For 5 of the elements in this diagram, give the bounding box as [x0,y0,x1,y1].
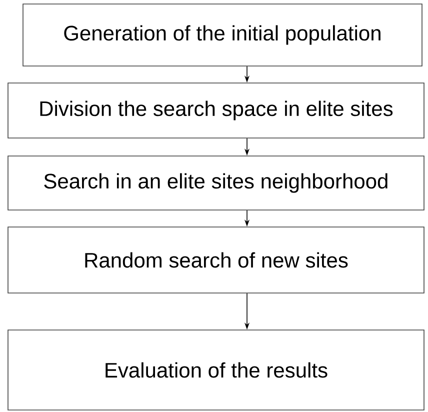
process-box: Evaluation of the results [8,330,424,410]
process-box: Division the search space in elite sites [8,82,424,138]
process-box: Search in an elite sites neighborhood [8,156,424,210]
process-box: Random search of new sites [8,226,424,294]
process-box: Generation of the initial population [22,4,422,66]
